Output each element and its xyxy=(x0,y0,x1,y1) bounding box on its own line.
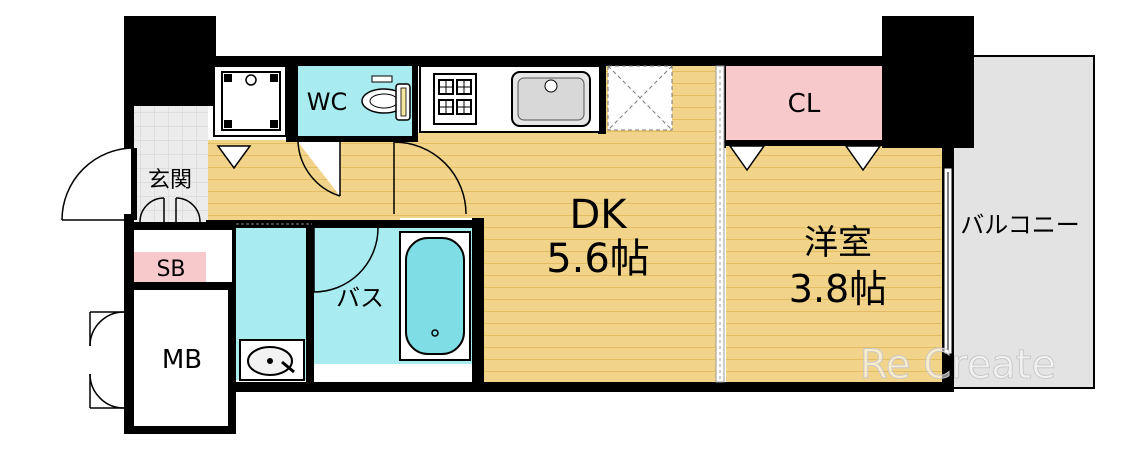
wall-wc-right xyxy=(412,62,418,142)
doors xyxy=(61,141,467,409)
meter-box-doors xyxy=(89,311,125,409)
wall-wc-left xyxy=(292,62,298,142)
stove-icon xyxy=(438,79,472,115)
label-genkan: 玄関 xyxy=(148,168,192,193)
wall-wash-vertical xyxy=(232,226,236,386)
wall-bath-right xyxy=(472,218,484,390)
toilet-icon xyxy=(361,75,411,121)
label-balcony: バルコニー xyxy=(960,211,1080,239)
wall-mb-left xyxy=(124,284,134,434)
label-dk-size: 5.6帖 xyxy=(546,236,650,282)
balcony-window xyxy=(943,167,953,355)
genkan-floor xyxy=(134,106,208,224)
wall-pillar-right xyxy=(882,16,974,148)
wall-wash-bath xyxy=(306,226,314,386)
wall-ps-right xyxy=(286,62,294,142)
wall-mb-top xyxy=(124,282,234,290)
sliding-partition xyxy=(715,65,725,383)
washing-machine-space xyxy=(213,65,287,137)
watermark: Re Create xyxy=(860,342,1056,388)
wall-wash-top xyxy=(208,220,478,228)
label-western-room-size: 3.8帖 xyxy=(789,267,887,311)
label-closet: CL xyxy=(788,89,821,119)
label-western-room-name: 洋室 xyxy=(804,223,872,263)
label-dk-name: DK xyxy=(569,192,628,238)
wall-sb-top xyxy=(124,222,210,230)
closet-door-markers xyxy=(216,145,882,172)
wall-kitchen-divider xyxy=(598,62,606,134)
wall-wash-left xyxy=(206,220,234,230)
wall-genkan-left-lower xyxy=(124,214,134,290)
wall-genkan-left xyxy=(124,106,134,148)
sink-icon xyxy=(511,71,591,127)
dk-floor-kitchen-strip xyxy=(398,132,720,218)
closet-floor xyxy=(726,64,882,140)
bath-door xyxy=(313,227,379,293)
label-shoe-box: SB xyxy=(156,257,185,282)
kitchen-counter xyxy=(419,65,601,133)
meter-box-fill xyxy=(136,290,230,428)
entrance-door xyxy=(61,147,137,221)
wall-bottom-mb xyxy=(124,426,236,434)
room-labels: 玄関 WC SB バス MB DK 5.6帖 CL 洋室 3.8帖 バルコニー xyxy=(148,88,1080,375)
wall-wc-bottom xyxy=(292,136,418,142)
washroom-door xyxy=(393,141,467,215)
label-meter-box: MB xyxy=(162,345,202,375)
shoe-box-fill xyxy=(134,252,206,282)
wc-door xyxy=(297,141,341,197)
label-bath: バス xyxy=(336,284,384,312)
wash-basin-icon xyxy=(239,339,305,381)
bathtub-icon xyxy=(399,231,471,361)
shoe-box-doors xyxy=(139,197,201,223)
floors xyxy=(134,55,1095,428)
wall-top xyxy=(208,56,888,66)
western-room-floor xyxy=(726,140,944,384)
wall-bottom xyxy=(228,382,954,392)
wall-pillar-left xyxy=(124,16,216,106)
label-wc: WC xyxy=(307,88,348,116)
wall-closet-bottom xyxy=(720,140,886,146)
refrigerator-space xyxy=(607,65,673,131)
